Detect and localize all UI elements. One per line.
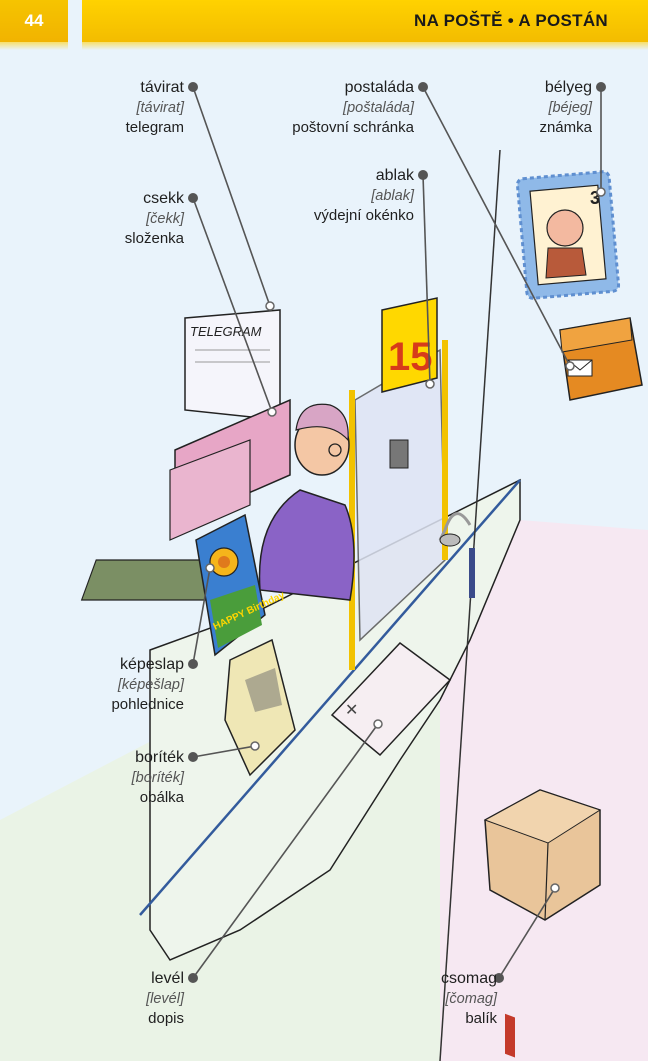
desk-lamp (389, 439, 475, 598)
word-czech: telegram (125, 119, 184, 136)
window-number-sign: 15 (349, 297, 448, 670)
word-czech: obálka (139, 789, 184, 806)
stamp: 3 (515, 170, 621, 300)
word-hungarian: távirat (140, 79, 184, 96)
svg-text:✕: ✕ (345, 702, 358, 719)
parcel (483, 789, 602, 1058)
label-kepeslap: képeslap [képešlap] pohlednice (54, 655, 184, 715)
leader-lines (192, 86, 602, 979)
label-tavirat: távirat [távirat] telegram (54, 78, 184, 138)
envelope (224, 638, 296, 777)
letter: ✕ (330, 642, 452, 757)
word-hungarian: csomag (440, 970, 497, 987)
word-hungarian: képeslap (119, 656, 184, 673)
word-czech: dopis (148, 1010, 184, 1027)
page-title: NA POŠTĚ • A POSTÁN (82, 0, 648, 42)
label-level: levél [levél] dopis (54, 969, 184, 1029)
header-fade-left (0, 42, 68, 50)
label-dots (188, 82, 606, 983)
mailbox (559, 317, 643, 401)
word-pronunciation: [čekk] (146, 211, 184, 227)
word-pronunciation: [poštaláda] (343, 100, 414, 116)
word-czech: pohlednice (111, 696, 184, 713)
label-ablak: ablak [ablak] výdejní okénko (264, 166, 414, 226)
leader-endpoints (205, 187, 606, 893)
word-czech: složenka (124, 230, 184, 247)
word-czech: známka (539, 119, 592, 136)
word-pronunciation: [levél] (146, 991, 184, 1007)
word-hungarian: ablak (375, 167, 414, 184)
word-pronunciation: [boríték] (131, 770, 184, 786)
label-csekk: csekk [čekk] složenka (54, 189, 184, 249)
word-hungarian: postaláda (344, 79, 414, 96)
label-postalada: postaláda [poštaláda] poštovní schránka (264, 78, 414, 138)
svg-text:TELEGRAM: TELEGRAM (190, 324, 262, 339)
word-pronunciation: [čomag] (445, 991, 497, 1007)
word-czech: výdejní okénko (313, 207, 414, 224)
word-hungarian: bélyeg (544, 79, 592, 96)
word-pronunciation: [ablak] (371, 188, 414, 204)
word-pronunciation: [béjeg] (548, 100, 592, 116)
page-header: 44 NA POŠTĚ • A POSTÁN (0, 0, 648, 50)
telegram-form: TELEGRAM (184, 309, 281, 421)
word-hungarian: csekk (143, 190, 184, 207)
word-pronunciation: [képešlap] (117, 677, 184, 693)
svg-text:3: 3 (590, 188, 600, 208)
word-hungarian: levél (151, 970, 184, 987)
header-fade-right (82, 42, 648, 50)
check-forms (169, 398, 291, 541)
word-pronunciation: [távirat] (136, 100, 184, 116)
svg-text:15: 15 (388, 335, 433, 379)
label-belyeg: bélyeg [béjeg] známka (482, 78, 592, 138)
word-hungarian: boríték (135, 749, 184, 766)
word-czech: balík (465, 1010, 497, 1027)
label-boritek: boríték [boríték] obálka (54, 748, 184, 808)
page-number: 44 (0, 0, 68, 42)
word-czech: poštovní schránka (292, 119, 414, 136)
label-csomag: csomag [čomag] balík (387, 969, 497, 1029)
